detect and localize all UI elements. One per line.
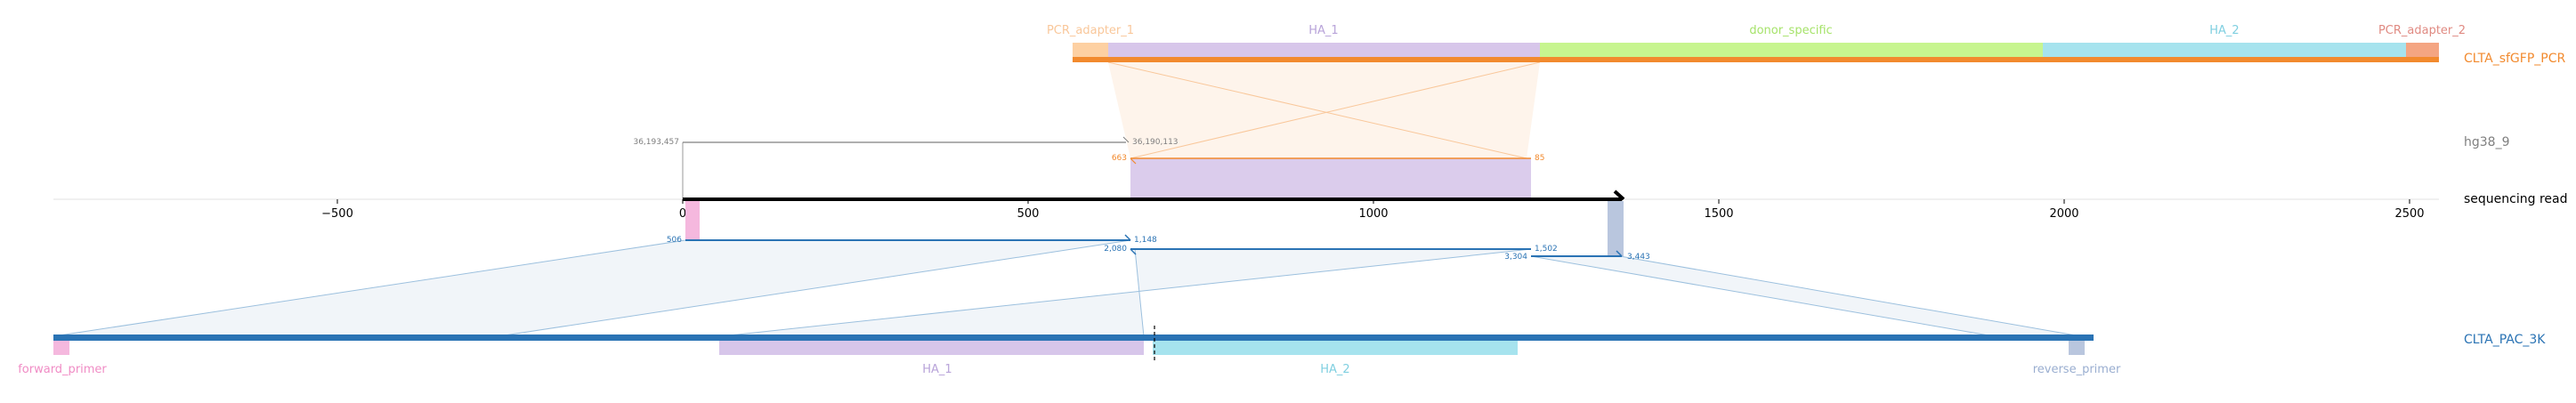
bottom-connection-edge	[1134, 248, 1145, 337]
ha2-top-label: HA_2	[2209, 24, 2239, 37]
read-reverse-primer-region[interactable]	[1608, 201, 1624, 256]
bottom-connection-polygon-left	[53, 240, 1130, 336]
ha2-feature[interactable]	[2043, 43, 2406, 58]
donor-specific-label: donor_specific	[1749, 24, 1832, 37]
axis-tick-label: −500	[321, 207, 353, 221]
top-connection-polygon	[1108, 62, 1540, 158]
read-forward-primer-region[interactable]	[685, 201, 700, 240]
read-ha1-region[interactable]	[1130, 158, 1531, 199]
top-construct-name: CLTA_sfGFP_PCR	[2464, 52, 2565, 66]
donor-specific-feature[interactable]	[1540, 43, 2043, 58]
ha1-bottom-feature[interactable]	[719, 341, 1144, 355]
ha2-bottom-feature[interactable]	[1153, 341, 1518, 355]
bottom-connection-edge	[498, 239, 1131, 337]
bottom-connection-edge	[1619, 255, 2082, 337]
blue-alignment-3-start-label: 3,304	[1504, 253, 1527, 262]
pcr-adapter-1-feature[interactable]	[1073, 43, 1108, 58]
genome-start-label: 36,193,457	[633, 138, 679, 147]
orange-alignment-hook	[1130, 157, 1137, 165]
bottom-connection-polygons	[53, 239, 2082, 337]
bottom-connection-edge	[720, 248, 1532, 337]
pcr-adapter-2-label: PCR_adapter_2	[2378, 24, 2466, 37]
blue-alignment-3-hook	[1616, 250, 1623, 257]
orange-alignment: 663 85	[1112, 154, 1544, 199]
sequencing-read-axis: −500 0 500 1000 1500 2000 2500 sequencing read	[53, 189, 2567, 221]
ha1-bottom-label: HA_1	[922, 363, 952, 376]
bottom-connection-edge	[53, 239, 686, 337]
top-connection-edge	[1107, 61, 1527, 159]
read-features	[685, 201, 1624, 256]
pcr-adapter-1-label: PCR_adapter_1	[1047, 24, 1134, 37]
genome-end-label: 36,190,113	[1132, 138, 1179, 147]
axis-tick-label: 1000	[1358, 207, 1388, 221]
ha1-top-label: HA_1	[1308, 24, 1338, 37]
axis-tick-label: 2000	[2049, 207, 2078, 221]
reverse-primer-label: reverse_primer	[2033, 363, 2121, 376]
reverse-primer-feature[interactable]	[2069, 341, 2085, 355]
blue-alignment-2-start-label: 2,080	[1104, 245, 1127, 254]
blue-alignment-2-hook	[1130, 248, 1137, 255]
blue-alignment-1-hook	[1124, 234, 1131, 241]
pcr-adapter-2-feature[interactable]	[2406, 43, 2439, 58]
axis-tick-label: 500	[1017, 207, 1040, 221]
top-construct: PCR_adapter_1 HA_1 donor_specific HA_2 P…	[1047, 24, 2566, 66]
blue-alignments: 506 1,148 2,080 1,502 3,304 3,443	[667, 234, 1650, 262]
bottom-construct: forward_primer HA_1 HA_2 reverse_primer …	[18, 326, 2546, 376]
ha1-feature[interactable]	[1108, 43, 1540, 58]
axis-tick-label: 1500	[1704, 207, 1733, 221]
top-connection-edge	[1130, 61, 1541, 159]
forward-primer-label: forward_primer	[18, 363, 107, 376]
blue-alignment-1-start-label: 506	[667, 236, 682, 245]
top-construct-backbone	[1073, 57, 2439, 62]
axis-tick-label: 0	[679, 207, 686, 221]
orange-alignment-end-label: 85	[1535, 154, 1544, 163]
orange-alignment-start-label: 663	[1112, 154, 1127, 163]
axis-ticks: −500 0 500 1000 1500 2000 2500	[321, 199, 2425, 221]
sequencing-read-name: sequencing read	[2464, 192, 2567, 206]
bottom-construct-backbone	[53, 334, 2094, 341]
read-arrow-head	[1613, 189, 1625, 201]
blue-alignment-2-end-label: 1,502	[1535, 245, 1558, 254]
ha2-bottom-label: HA_2	[1320, 363, 1349, 376]
blue-alignment-1-end-label: 1,148	[1134, 236, 1157, 245]
top-connection-polygons	[1107, 61, 1541, 159]
genome-name: hg38_9	[2464, 135, 2509, 149]
genome-track: 36,193,457 36,190,113 hg38_9	[633, 135, 2509, 199]
bottom-connection-edge	[1530, 255, 1995, 337]
bottom-connection-polygon-right	[1531, 256, 2081, 336]
forward-primer-feature[interactable]	[53, 341, 69, 355]
genome-end-hook	[1122, 136, 1130, 143]
bottom-construct-name: CLTA_PAC_3K	[2464, 333, 2546, 347]
axis-tick-label: 2500	[2394, 207, 2424, 221]
blue-alignment-3-end-label: 3,443	[1627, 253, 1650, 262]
